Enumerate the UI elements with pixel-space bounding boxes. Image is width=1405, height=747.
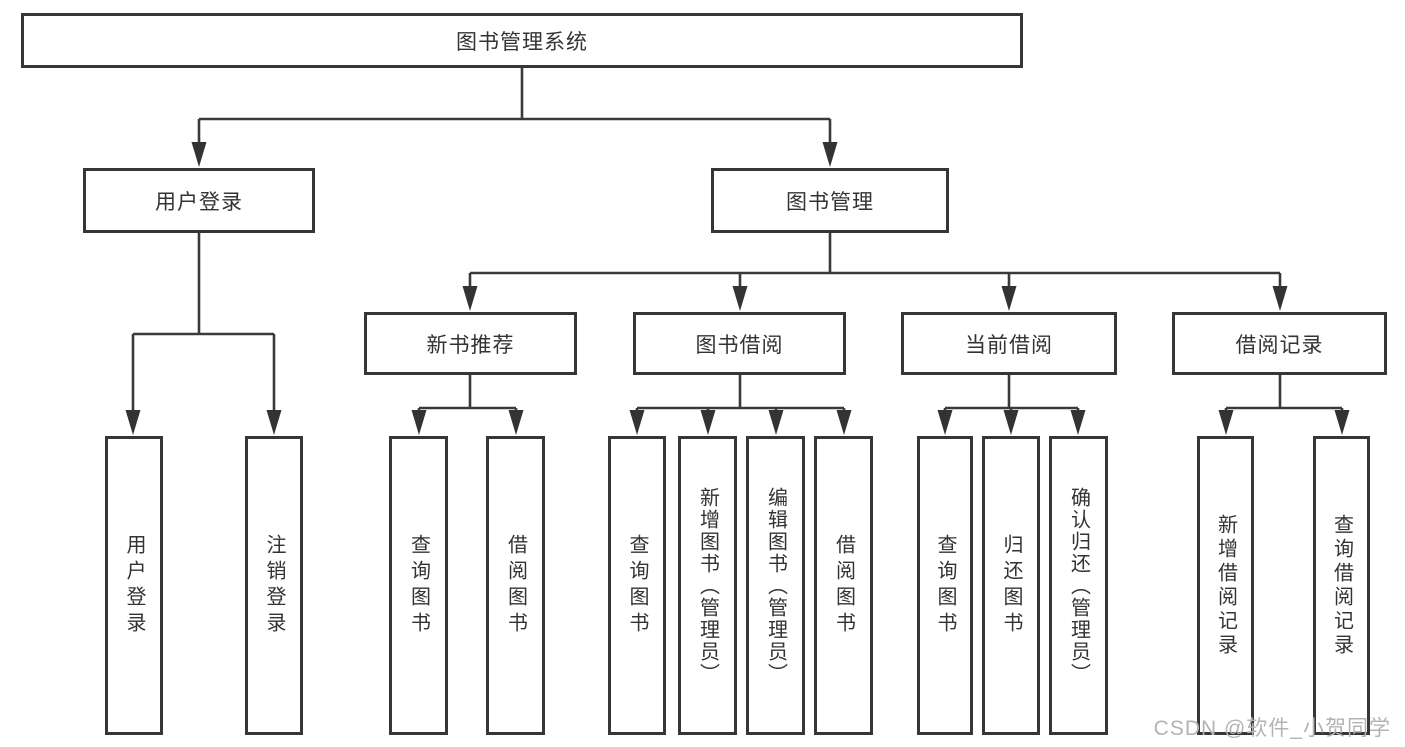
node-label: 查询借阅记录 <box>1330 513 1353 658</box>
node-book-management: 图书管理 <box>711 168 949 233</box>
node-leaf-user-login: 用户登录 <box>105 436 163 735</box>
node-leaf-return-book: 归还图书 <box>982 436 1040 735</box>
node-label: 查询图书 <box>934 533 956 638</box>
node-book-borrowing: 图书借阅 <box>633 312 846 375</box>
node-label: 归还图书 <box>1000 533 1022 638</box>
node-label: 确认归还（管理员） <box>1067 486 1090 685</box>
node-new-book-recommendation: 新书推荐 <box>364 312 577 375</box>
node-label: 用户登录 <box>155 190 243 214</box>
node-leaf-query-books-borrow: 查询图书 <box>608 436 666 735</box>
node-leaf-query-borrow-record: 查询借阅记录 <box>1313 436 1370 735</box>
node-leaf-query-books-recommend: 查询图书 <box>389 436 448 735</box>
node-leaf-logout: 注销登录 <box>245 436 303 735</box>
node-label: 当前借阅 <box>965 333 1053 357</box>
node-leaf-borrow-books-recommend: 借阅图书 <box>486 436 545 735</box>
node-leaf-borrow-books: 借阅图书 <box>814 436 873 735</box>
node-leaf-edit-book-admin: 编辑图书（管理员） <box>746 436 805 735</box>
node-leaf-query-books-current: 查询图书 <box>917 436 973 735</box>
node-current-borrowing: 当前借阅 <box>901 312 1117 375</box>
node-label: 新增借阅记录 <box>1214 513 1237 658</box>
node-label: 查询图书 <box>407 533 430 638</box>
node-label: 图书管理系统 <box>456 30 588 54</box>
node-label: 借阅图书 <box>832 533 855 638</box>
node-user-login: 用户登录 <box>83 168 315 233</box>
node-label: 借阅记录 <box>1235 333 1324 357</box>
node-leaf-add-book-admin: 新增图书（管理员） <box>678 436 737 735</box>
node-label: 图书管理 <box>786 190 874 214</box>
watermark: CSDN @软件_小贺同学 <box>1153 717 1391 740</box>
node-leaf-confirm-return-admin: 确认归还（管理员） <box>1049 436 1108 735</box>
arrowheads <box>125 142 1350 435</box>
node-label: 新增图书（管理员） <box>696 486 719 685</box>
node-label: 借阅图书 <box>504 533 527 638</box>
node-leaf-add-borrow-record: 新增借阅记录 <box>1197 436 1254 735</box>
node-label: 用户登录 <box>123 533 145 638</box>
node-root-system: 图书管理系统 <box>21 13 1023 68</box>
node-label: 查询图书 <box>626 533 648 638</box>
node-label: 图书借阅 <box>695 333 784 357</box>
node-label: 新书推荐 <box>426 333 515 357</box>
node-borrowing-records: 借阅记录 <box>1172 312 1387 375</box>
node-label: 注销登录 <box>263 533 285 638</box>
node-label: 编辑图书（管理员） <box>764 486 787 685</box>
